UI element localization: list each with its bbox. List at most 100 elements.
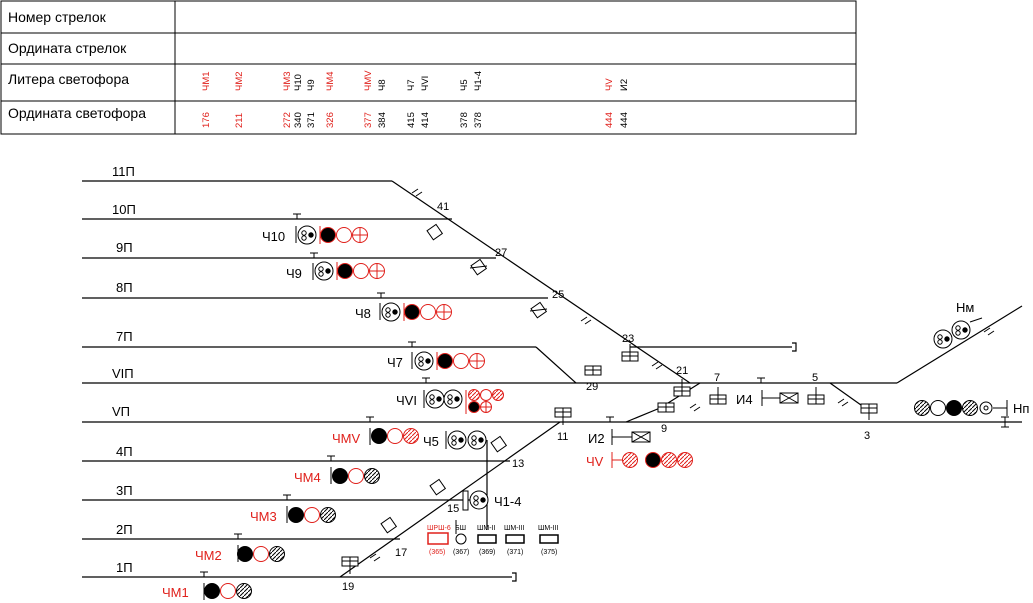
equipment-shm2: ШМ-II (369) <box>477 525 497 556</box>
signal-ordinate: 378 <box>459 112 470 128</box>
switch-number: 25 <box>552 289 564 301</box>
switch-drive <box>529 301 548 319</box>
signal-ch9 <box>312 261 385 281</box>
switch-number: 9 <box>661 423 667 435</box>
switch-number: 41 <box>437 201 449 213</box>
insulating-joint <box>580 316 592 325</box>
signal-chvi <box>423 389 504 414</box>
track-label: VП <box>112 404 130 419</box>
track-label: 3П <box>116 483 133 498</box>
signal-label: ЧМ3 <box>250 509 277 524</box>
switch-number: 23 <box>622 333 634 345</box>
switch-drive <box>807 387 825 405</box>
signal-ordinate: 272 <box>282 112 293 128</box>
switch-drive <box>380 516 398 534</box>
signal-litera: Ч10 <box>293 74 304 91</box>
signal-label: ЧМV <box>332 431 360 446</box>
signal-ordinate: 414 <box>420 112 431 128</box>
switch-drive <box>341 556 359 574</box>
joint-marker <box>377 292 385 298</box>
table-row-label: Литера светофора <box>8 71 129 87</box>
equipment-number: (371) <box>507 549 523 556</box>
insulating-joint <box>689 403 701 412</box>
signal-litera: Ч7 <box>406 79 417 91</box>
equipment-shm3b: ШМ-III (375) <box>538 525 559 556</box>
signal-litera: ЧVI <box>420 76 431 91</box>
table-row-label: Ордината стрелок <box>8 40 127 56</box>
dead-end <box>792 342 797 352</box>
track-label: VIП <box>112 366 134 381</box>
equipment-shm3a: ШМ-III (371) <box>504 525 525 556</box>
signal-ordinate: 384 <box>377 112 388 128</box>
switch-number: 19 <box>342 581 354 593</box>
signal-nm <box>933 317 983 349</box>
joint-marker <box>293 213 301 220</box>
signal-label: И2 <box>588 431 605 446</box>
switch-drive <box>621 344 639 362</box>
track-label: 9П <box>116 240 133 255</box>
signal-litera: Ч1-4 <box>473 71 484 91</box>
signal-chv <box>611 452 693 468</box>
equipment-circle <box>455 533 467 545</box>
signal-ordinate: 444 <box>604 112 615 128</box>
switch-number: 17 <box>395 547 407 559</box>
joint-marker <box>234 533 242 539</box>
signal-label: Ч10 <box>262 229 285 244</box>
signal-chm3 <box>286 506 336 523</box>
table-border <box>0 0 857 135</box>
track-label: 1П <box>116 560 133 575</box>
signal-ch7 <box>411 351 485 371</box>
joint-marker <box>408 341 416 347</box>
info-table <box>0 0 857 135</box>
lower-diagonal <box>339 421 561 578</box>
joint-marker <box>327 455 335 461</box>
signal-ordinate: 176 <box>201 112 212 128</box>
signal-i4 <box>761 390 799 406</box>
table-row-label: Номер стрелок <box>8 9 107 25</box>
switch-number: 3 <box>864 430 870 442</box>
insulating-joint <box>837 398 849 407</box>
equipment-number: (375) <box>541 549 557 556</box>
signal-ch10 <box>295 225 368 245</box>
track-label: 2П <box>116 522 133 537</box>
equipment-label: ШМ-II <box>477 525 496 532</box>
equipment-number: (367) <box>453 549 469 556</box>
signal-litera: ЧМ1 <box>201 71 212 91</box>
insulating-joint <box>411 188 423 197</box>
signal-label: Ч8 <box>355 306 371 321</box>
switch-number: 5 <box>812 372 818 384</box>
switch-drive <box>426 223 444 241</box>
equipment-box <box>539 534 559 544</box>
switch-number: 29 <box>586 381 598 393</box>
switch-number: 15 <box>447 503 459 515</box>
signal-ordinate: 377 <box>363 112 374 128</box>
insulating-joint <box>983 327 995 336</box>
signal-chmv <box>369 428 419 445</box>
signal-ordinate: 211 <box>234 113 245 128</box>
signal-ch5 <box>445 430 487 450</box>
equipment-label: ШМ-III <box>538 525 558 532</box>
main-diagonal <box>391 180 691 384</box>
switch-number: 27 <box>495 247 507 259</box>
joint-marker <box>366 416 374 422</box>
switch-drive <box>429 478 447 496</box>
signal-np <box>914 400 1008 416</box>
signal-ch1-4 <box>462 490 489 511</box>
track-nm-exit <box>896 305 1023 384</box>
signal-litera: ЧV <box>604 78 615 91</box>
equipment-label: БШ <box>455 525 466 532</box>
signal-ordinate: 371 <box>306 112 317 128</box>
table-row-label: Ордината светофора <box>8 105 146 121</box>
signal-label: Нп <box>1013 401 1029 416</box>
switch-drive <box>673 379 691 397</box>
signal-ordinate: 326 <box>325 112 336 128</box>
signal-litera: И2 <box>619 79 630 91</box>
equipment-shrsh6: ШРШ-6 (365) <box>427 525 451 556</box>
equipment-number: (369) <box>479 549 495 556</box>
signal-label: ЧМ1 <box>162 585 189 600</box>
track-label: 8П <box>116 280 133 295</box>
joint-marker <box>757 377 765 383</box>
equipment-label: ШМ-III <box>504 525 524 532</box>
signal-ordinate: 378 <box>473 112 484 128</box>
